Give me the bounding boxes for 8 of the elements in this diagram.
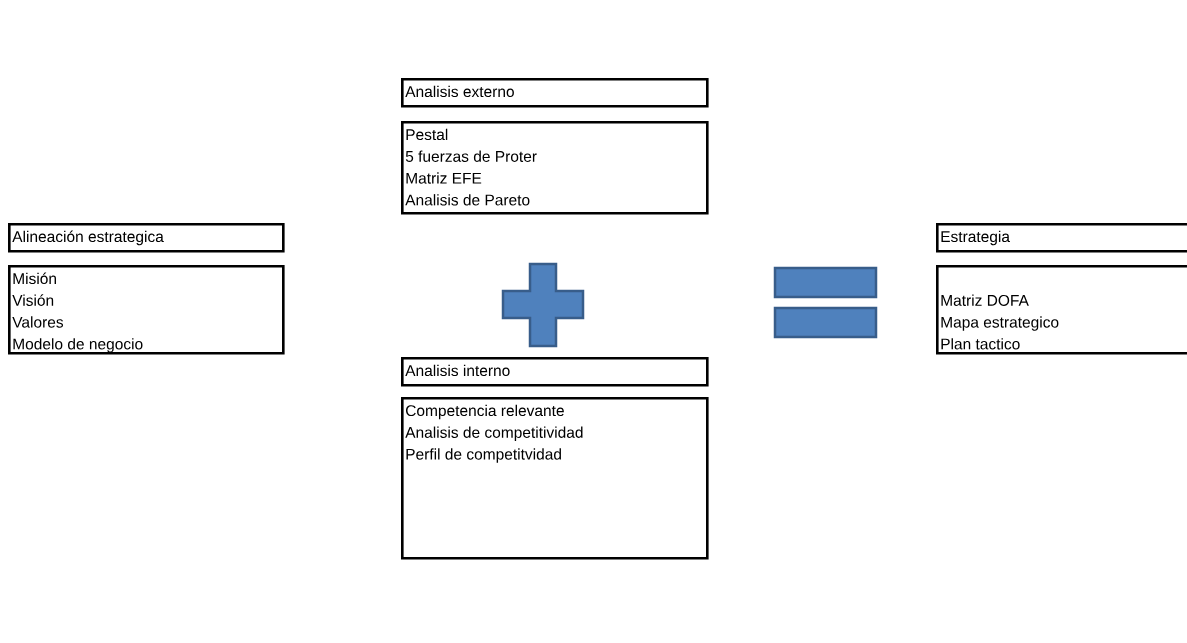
- list-box: Pestal 5 fuerzas de Proter Matriz EFE Analisis de Pareto: [401, 121, 709, 215]
- heading-box: Alineación estrategica: [8, 223, 285, 253]
- list-box: Misión Visión Valores Modelo de negocio: [8, 265, 285, 355]
- heading-box: Estrategia: [936, 223, 1187, 253]
- list-box: Competencia relevante Analisis de competitividad Perfil de competitvidad: [401, 397, 709, 560]
- heading-box: Analisis externo: [401, 78, 709, 108]
- list-box: Matriz DOFA Mapa estrategico Plan tactico: [936, 265, 1187, 355]
- heading-box: Analisis interno: [401, 357, 709, 387]
